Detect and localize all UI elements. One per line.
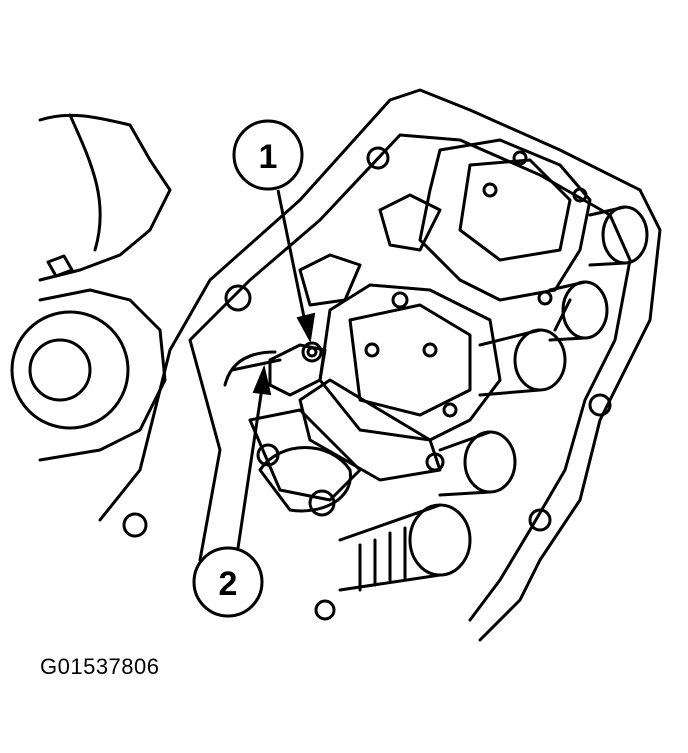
gasket-bolt-hole [366,146,390,170]
servo-cover [258,446,352,513]
housing-bolt [46,254,74,278]
gasket-outer [98,88,662,642]
callout-1-circle [232,119,304,191]
callout-2-arrowhead [252,364,272,396]
upper-bracket [378,193,442,252]
callout-2-leader [236,387,264,549]
callout-2-circle [192,546,264,618]
converter-hub-outer [10,310,130,430]
valve-body-channel [248,408,362,502]
callout-1: 1 [232,119,316,344]
solenoid-block-upper-face [458,158,572,262]
callout-1-leader [276,189,307,323]
line-art [10,88,662,642]
figure-id: G01537806 [40,654,160,679]
wiring-harness [223,350,277,387]
housing-inner-curve [68,113,102,252]
housing-left-edge [38,113,172,282]
callout-1-arrowhead [296,312,316,344]
callout-2: 2 [192,364,272,618]
gasket-bolt-hole [588,393,612,417]
gasket-bolt-hole [122,512,148,538]
callout-1-number: 1 [259,138,278,176]
callout-2-number: 2 [219,565,238,603]
converter-hub-inner [28,338,92,402]
gasket-bolt-hole [224,284,252,312]
solenoid-cylinders [338,205,649,592]
sensor-connector [268,343,327,397]
solenoid-block-lower-face [348,303,472,417]
gasket-bolt-hole [314,599,336,621]
connector-bolt [301,341,323,363]
transmission-valve-body-illustration: 1 2 [10,88,662,642]
housing-lower-edge [38,288,167,462]
solenoid-block-lower [318,283,502,442]
gasket-bolt-hole [528,508,552,532]
